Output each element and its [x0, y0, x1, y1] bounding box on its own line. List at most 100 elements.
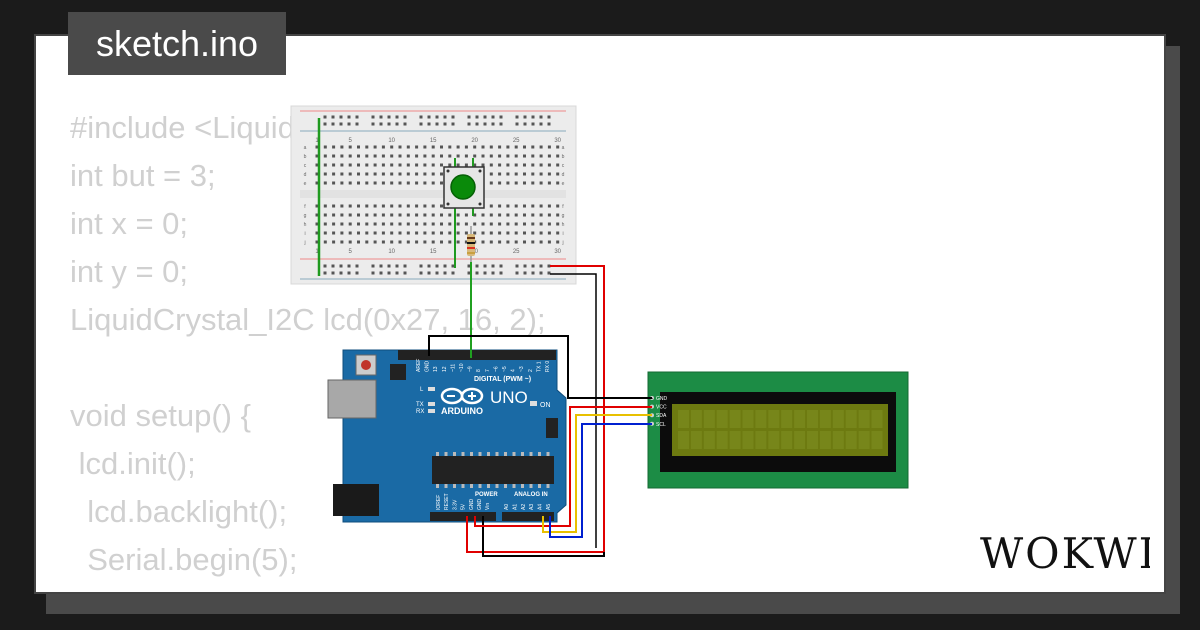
rail-hole[interactable] — [499, 264, 503, 268]
rail-hole[interactable] — [387, 264, 391, 268]
breadboard-hole[interactable] — [323, 222, 327, 226]
rail-hole[interactable] — [419, 122, 423, 126]
rail-hole[interactable] — [403, 271, 407, 275]
breadboard-hole[interactable] — [531, 154, 535, 158]
rail-hole[interactable] — [331, 122, 335, 126]
breadboard-hole[interactable] — [373, 181, 377, 185]
rail-hole[interactable] — [347, 122, 351, 126]
breadboard-hole[interactable] — [498, 181, 502, 185]
rail-hole[interactable] — [379, 271, 383, 275]
breadboard-hole[interactable] — [531, 204, 535, 208]
breadboard-hole[interactable] — [523, 222, 526, 226]
breadboard-hole[interactable] — [348, 145, 352, 149]
breadboard-hole[interactable] — [332, 181, 336, 185]
breadboard-hole[interactable] — [406, 154, 410, 158]
breadboard-hole[interactable] — [398, 204, 402, 208]
breadboard-hole[interactable] — [340, 145, 344, 149]
breadboard-hole[interactable] — [381, 213, 385, 217]
resistor[interactable] — [467, 226, 475, 262]
breadboard-hole[interactable] — [415, 222, 419, 226]
breadboard-hole[interactable] — [431, 231, 435, 235]
breadboard-hole[interactable] — [381, 145, 385, 149]
breadboard-hole[interactable] — [523, 181, 526, 185]
breadboard-hole[interactable] — [398, 163, 402, 167]
rail-hole[interactable] — [515, 264, 519, 268]
breadboard-hole[interactable] — [415, 172, 419, 176]
wires[interactable] — [428, 262, 653, 557]
breadboard-hole[interactable] — [539, 172, 543, 176]
breadboard-hole[interactable] — [357, 222, 360, 226]
breadboard-hole[interactable] — [348, 204, 352, 208]
breadboard-hole[interactable] — [506, 163, 510, 167]
breadboard-hole[interactable] — [315, 240, 319, 244]
rail-hole[interactable] — [427, 115, 431, 119]
breadboard[interactable]: 115510101515202025253030 aabbccddeeffggh… — [290, 105, 577, 285]
breadboard-hole[interactable] — [348, 222, 352, 226]
breadboard-hole[interactable] — [498, 213, 502, 217]
breadboard-hole[interactable] — [373, 240, 377, 244]
breadboard-hole[interactable] — [373, 145, 377, 149]
breadboard-hole[interactable] — [489, 204, 493, 208]
breadboard-hole[interactable] — [398, 222, 402, 226]
file-tab[interactable]: sketch.ino — [68, 12, 286, 75]
breadboard-hole[interactable] — [456, 213, 460, 217]
breadboard-hole[interactable] — [456, 231, 460, 235]
breadboard-hole[interactable] — [373, 213, 377, 217]
breadboard-hole[interactable] — [332, 172, 336, 176]
breadboard-hole[interactable] — [531, 145, 535, 149]
breadboard-hole[interactable] — [390, 213, 394, 217]
breadboard-hole[interactable] — [357, 145, 360, 149]
wire-lcd-gnd[interactable] — [428, 335, 652, 399]
breadboard-hole[interactable] — [464, 163, 468, 167]
breadboard-hole[interactable] — [365, 222, 369, 226]
breadboard-hole[interactable] — [423, 231, 427, 235]
breadboard-hole[interactable] — [556, 213, 560, 217]
breadboard-hole[interactable] — [398, 154, 402, 158]
breadboard-hole[interactable] — [498, 163, 502, 167]
rail-hole[interactable] — [355, 271, 359, 275]
breadboard-hole[interactable] — [556, 163, 560, 167]
breadboard-hole[interactable] — [473, 154, 477, 158]
breadboard-hole[interactable] — [373, 154, 377, 158]
breadboard-hole[interactable] — [398, 172, 402, 176]
rail-hole[interactable] — [523, 115, 527, 119]
breadboard-hole[interactable] — [406, 172, 410, 176]
breadboard-hole[interactable] — [406, 231, 410, 235]
rail-hole[interactable] — [323, 115, 327, 119]
breadboard-hole[interactable] — [365, 181, 369, 185]
breadboard-hole[interactable] — [340, 163, 344, 167]
breadboard-hole[interactable] — [489, 231, 493, 235]
breadboard-hole[interactable] — [523, 154, 526, 158]
breadboard-hole[interactable] — [323, 154, 327, 158]
breadboard-hole[interactable] — [390, 222, 394, 226]
breadboard-hole[interactable] — [498, 145, 502, 149]
rail-hole[interactable] — [531, 264, 535, 268]
breadboard-hole[interactable] — [489, 163, 493, 167]
breadboard-hole[interactable] — [381, 154, 385, 158]
breadboard-hole[interactable] — [423, 163, 427, 167]
breadboard-hole[interactable] — [381, 240, 385, 244]
breadboard-hole[interactable] — [473, 213, 477, 217]
rail-hole[interactable] — [531, 115, 535, 119]
breadboard-hole[interactable] — [481, 213, 485, 217]
breadboard-hole[interactable] — [464, 154, 468, 158]
rail-hole[interactable] — [435, 264, 439, 268]
breadboard-hole[interactable] — [456, 163, 460, 167]
breadboard-hole[interactable] — [315, 145, 319, 149]
breadboard-hole[interactable] — [498, 231, 502, 235]
breadboard-hole[interactable] — [556, 154, 560, 158]
rail-hole[interactable] — [355, 115, 359, 119]
breadboard-hole[interactable] — [481, 145, 485, 149]
breadboard-hole[interactable] — [423, 181, 427, 185]
breadboard-hole[interactable] — [398, 181, 402, 185]
breadboard-hole[interactable] — [373, 231, 377, 235]
rail-hole[interactable] — [483, 264, 487, 268]
breadboard-hole[interactable] — [498, 240, 502, 244]
breadboard-hole[interactable] — [531, 240, 535, 244]
breadboard-hole[interactable] — [448, 240, 452, 244]
breadboard-hole[interactable] — [489, 222, 493, 226]
breadboard-hole[interactable] — [390, 240, 394, 244]
breadboard-hole[interactable] — [531, 163, 535, 167]
breadboard-hole[interactable] — [315, 181, 319, 185]
breadboard-hole[interactable] — [514, 145, 518, 149]
